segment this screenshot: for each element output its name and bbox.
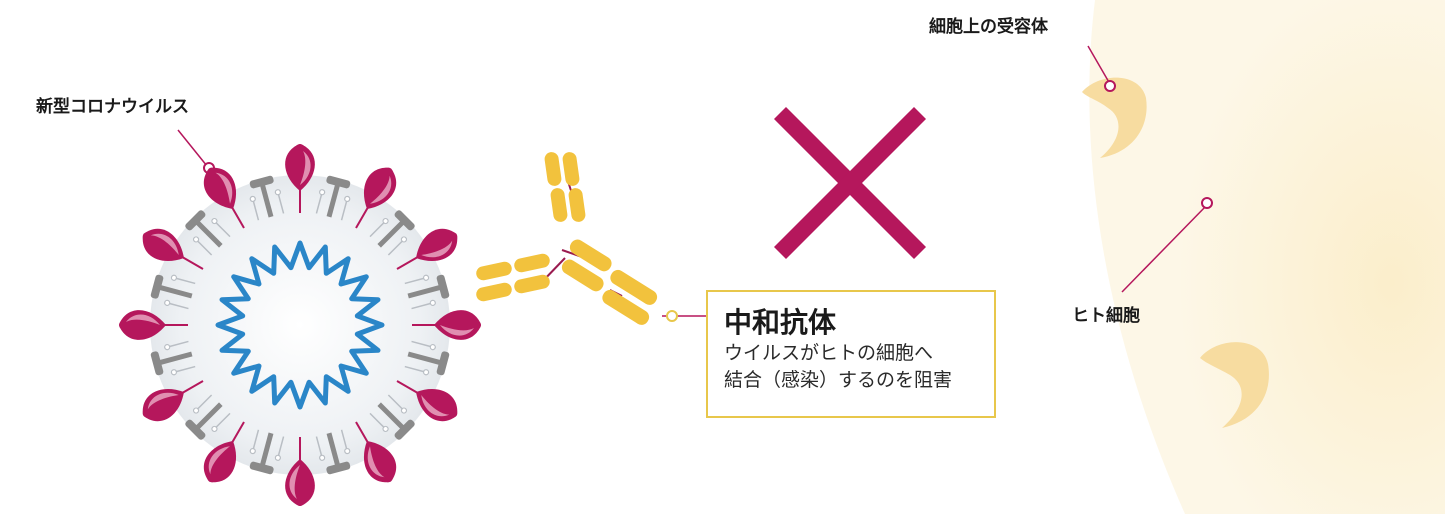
cell-receptor-bottom <box>1200 342 1269 428</box>
spike-protein <box>285 437 315 506</box>
spike-protein <box>203 421 245 483</box>
label-human-cell: ヒト細胞 <box>1072 306 1140 326</box>
membrane-protein <box>315 429 351 475</box>
membrane-protein <box>249 429 285 475</box>
spike-protein <box>396 380 458 422</box>
membrane-protein <box>315 175 351 221</box>
callout-dot <box>666 310 678 322</box>
spike-protein <box>285 144 315 213</box>
viral-rna <box>215 240 385 410</box>
spike-protein <box>119 310 188 340</box>
label-virus: 新型コロナウイルス <box>36 97 189 117</box>
membrane-protein <box>150 274 196 310</box>
callout-line: ウイルスがヒトの細胞へ <box>724 342 934 364</box>
spike-protein <box>412 310 481 340</box>
membrane-protein <box>150 340 196 376</box>
spike-protein <box>396 228 458 270</box>
membrane-protein <box>185 394 231 440</box>
cross-mark-icon <box>773 106 927 260</box>
membrane-protein <box>404 340 450 376</box>
cell-receptor-top <box>1082 77 1147 158</box>
spike-protein <box>355 167 397 229</box>
spike-protein <box>355 421 397 483</box>
membrane-protein <box>404 274 450 310</box>
coronavirus <box>119 144 481 506</box>
label-receptor: 細胞上の受容体 <box>929 17 1048 37</box>
spike-protein <box>142 228 204 270</box>
callout-line: 結合（感染）するのを阻害 <box>724 369 953 391</box>
human-cell <box>1089 0 1445 514</box>
spike-protein <box>142 380 204 422</box>
membrane-protein <box>249 175 285 221</box>
callout-title: 中和抗体 <box>724 306 837 339</box>
neutralizing-antibody <box>476 152 658 325</box>
leader-dots <box>203 80 1213 209</box>
spike-protein <box>203 167 245 229</box>
membrane-protein <box>185 210 231 256</box>
membrane-protein <box>369 394 415 440</box>
membrane-protein <box>369 210 415 256</box>
callout-box: 中和抗体 ウイルスがヒトの細胞へ 結合（感染）するのを阻害 <box>706 290 996 418</box>
